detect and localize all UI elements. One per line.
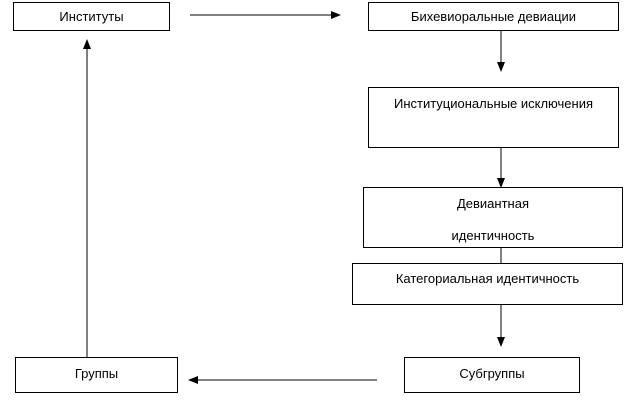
node-institutions-label: Институты: [59, 9, 124, 24]
node-deviant-identity-label-line1: Девиантная: [456, 196, 529, 211]
node-deviant-identity-label-line2: идентичность: [451, 228, 535, 243]
node-subgroups: Субгруппы: [404, 357, 580, 393]
node-institutions: Институты: [13, 2, 170, 31]
node-behavioral-deviations: Бихевиоральные девиации: [368, 2, 619, 31]
node-institutional-exclusions-label: Институциональные исключения: [393, 96, 594, 111]
node-categorical-identity: Категориальная идентичность: [352, 263, 623, 305]
node-deviant-identity: Девиантная идентичность: [363, 187, 623, 248]
node-subgroups-label: Субгруппы: [459, 366, 525, 381]
node-groups: Группы: [15, 357, 178, 393]
node-categorical-identity-label: Категориальная идентичность: [395, 271, 580, 286]
node-institutional-exclusions: Институциональные исключения: [368, 87, 619, 148]
node-behavioral-deviations-label: Бихевиоральные девиации: [410, 9, 577, 24]
node-groups-label: Группы: [74, 366, 119, 381]
